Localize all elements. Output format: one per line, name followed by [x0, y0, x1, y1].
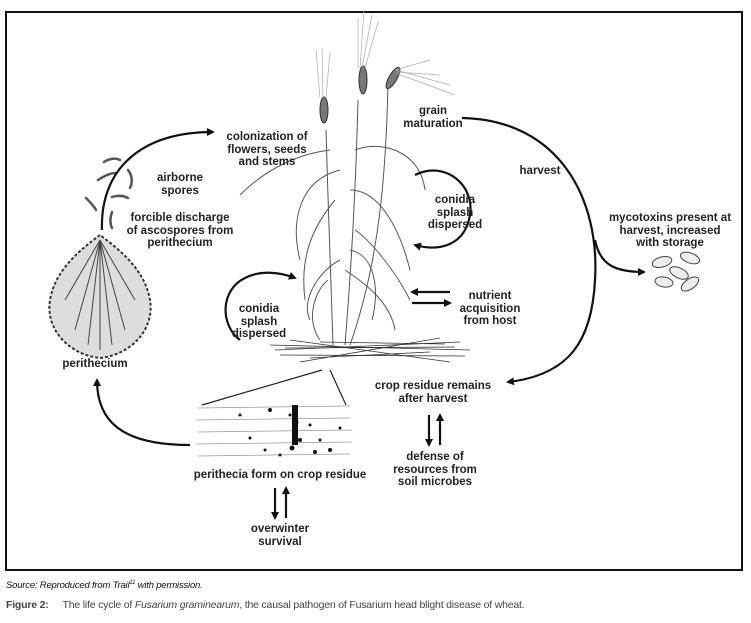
source-reference[interactable]: 11: [129, 580, 136, 586]
label-perithecia-form: perithecia form on crop residue: [193, 469, 367, 481]
arrow-upper-conidia-loop: [413, 169, 472, 251]
label-nutrient-acquisition: nutrient acquisition from host: [459, 290, 521, 327]
source-caption: Source: Reproduced from Trail11 with per…: [6, 580, 203, 591]
label-airborne-spores: airborne spores: [156, 172, 203, 197]
figure-frame: [5, 11, 743, 571]
figure-caption: Figure 2: The life cycle of Fusarium gram…: [6, 599, 525, 611]
source-text: Source: Reproduced from Trail: [6, 580, 130, 592]
crop-residue-illustration: [269, 337, 471, 363]
label-forcible-discharge: forcible discharge of ascospores from pe…: [126, 212, 234, 249]
arrow-residue-to-perithecium: [93, 378, 191, 447]
arrow-lower-conidia-loop: [224, 271, 297, 341]
caption-text: The life cycle of: [62, 599, 135, 611]
label-conidia-upper: conidia splash dispersed: [427, 194, 483, 231]
species-name: Fusarium graminearum: [134, 599, 240, 611]
arrow-harvest-to-mycotoxins: [593, 239, 646, 276]
label-mycotoxins: mycotoxins present at harvest, increased…: [608, 212, 732, 249]
label-colonization: colonization of flowers, seeds and stems: [226, 131, 308, 168]
label-grain-maturation: grain maturation: [403, 105, 463, 130]
residue-closeup-illustration: [195, 405, 353, 457]
figure-number: Figure 2:: [6, 599, 49, 611]
spores-icon: [84, 157, 133, 230]
label-harvest: harvest: [519, 165, 561, 177]
label-conidia-lower: conidia splash dispersed: [231, 303, 287, 340]
arrow-spores-to-colonization: [100, 128, 215, 231]
source-suffix: with permission.: [135, 580, 203, 592]
arrow-maturation-to-harvest: [461, 116, 597, 386]
label-defense: defense of resources from soil microbes: [393, 451, 477, 488]
grains-icon: [651, 251, 701, 292]
wheat-plant-illustration: [239, 9, 456, 346]
label-overwinter: overwinter survival: [250, 523, 310, 548]
label-perithecium: perithecium: [62, 358, 128, 370]
perithecium-illustration: [48, 233, 152, 360]
caption-text-end: , the causal pathogen of Fusarium head b…: [239, 599, 525, 611]
label-crop-residue: crop residue remains after harvest: [374, 380, 492, 405]
